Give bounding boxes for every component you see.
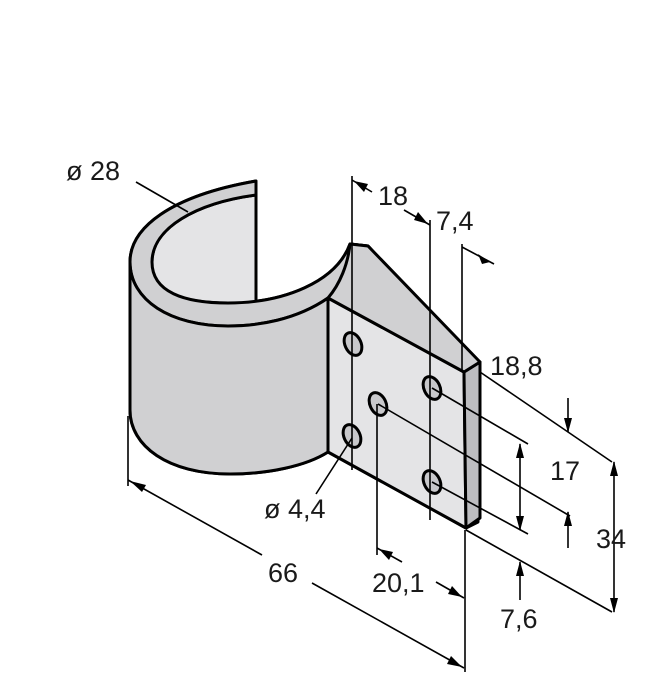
arrowhead — [610, 461, 618, 476]
plate-height-label: 34 — [596, 524, 626, 554]
edge-offset-label: 7,6 — [500, 604, 538, 634]
hole-row-extension-bottom — [431, 481, 529, 535]
dimension-lines — [127, 176, 618, 672]
arrowhead — [130, 481, 146, 492]
hole-diameter-label: ø 4,4 — [264, 494, 326, 524]
hole-row-extension-mid — [377, 403, 571, 517]
hole-row-extension-top — [431, 387, 529, 445]
plate-offset-extension — [479, 371, 613, 463]
arrowhead — [354, 181, 368, 192]
arrowhead — [564, 418, 572, 433]
support-web — [326, 242, 482, 374]
arrowhead — [379, 549, 393, 560]
arrowhead — [516, 516, 524, 531]
plate-bottom-extension — [465, 529, 613, 613]
bracket-part — [128, 179, 482, 530]
arrowhead — [478, 254, 490, 264]
hole-spacing-horizontal-label: 18 — [378, 181, 408, 211]
plate-offset-label: 18,8 — [490, 351, 543, 381]
hole-spacing-vertical-label: 17 — [550, 456, 580, 486]
arrowhead — [516, 561, 524, 576]
ring-diameter-label: ø 28 — [66, 156, 120, 186]
hole-offset-label: 20,1 — [372, 568, 425, 598]
length-dimension-right — [311, 582, 465, 669]
dimension-labels: ø 28 18 7,4 18,8 17 34 ø 4,4 66 20,1 7,6 — [66, 156, 626, 634]
thickness-dimension — [461, 246, 495, 265]
arrowhead — [610, 598, 618, 613]
plate-thickness-label: 7,4 — [436, 206, 474, 236]
mounting-hole — [342, 331, 364, 357]
arrowhead — [447, 656, 462, 667]
arrowhead — [564, 511, 572, 526]
length-dimension-left — [127, 479, 263, 556]
hole-diameter-leader — [315, 437, 353, 495]
overall-length-label: 66 — [268, 558, 298, 588]
arrowhead — [516, 443, 524, 458]
ring-diameter-leader — [135, 181, 189, 213]
arrowhead — [448, 586, 462, 597]
arrowhead — [414, 212, 428, 224]
